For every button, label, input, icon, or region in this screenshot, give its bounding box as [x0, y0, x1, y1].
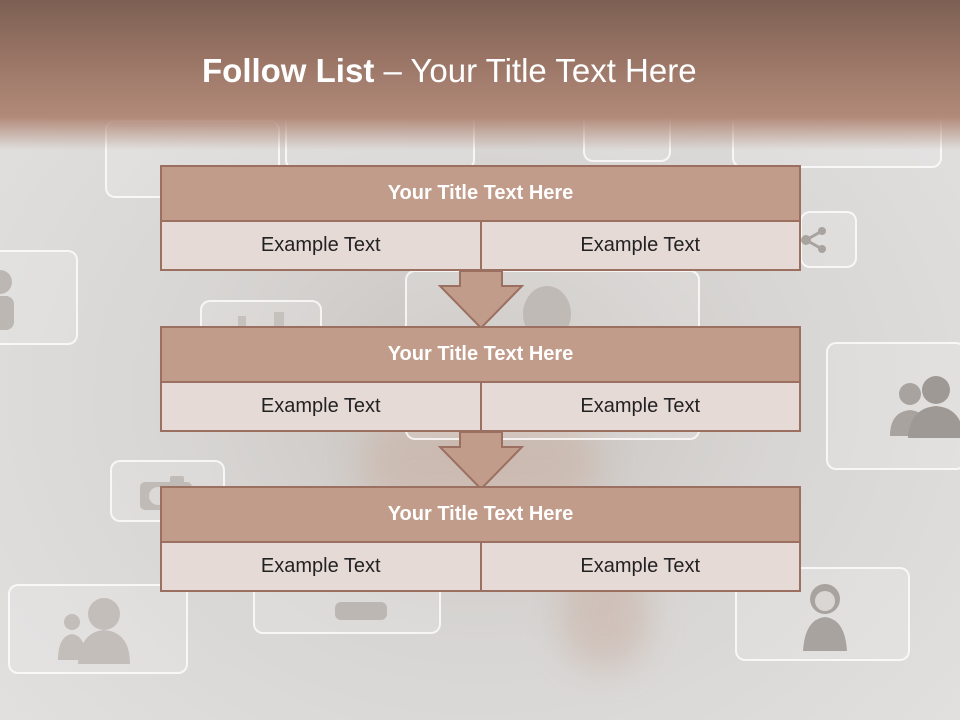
block-cell-right: Example Text — [479, 383, 801, 432]
block-cell-left: Example Text — [160, 383, 482, 432]
block-cell-right: Example Text — [479, 222, 801, 271]
group-icon — [890, 376, 960, 438]
title-bold: Follow List — [202, 52, 375, 89]
share-icon — [801, 227, 826, 253]
block-cell-left: Example Text — [160, 543, 482, 592]
person-icon — [0, 270, 14, 330]
background-tile — [800, 211, 857, 268]
title-rest: – Your Title Text Here — [374, 52, 697, 89]
page-title: Follow List – Your Title Text Here — [202, 52, 697, 90]
down-arrow-icon — [438, 431, 524, 491]
follow-list-block: Your Title Text Here Example Text Exampl… — [160, 165, 801, 271]
block-title: Your Title Text Here — [160, 486, 801, 543]
background-tile — [0, 250, 78, 345]
block-row: Example Text Example Text — [160, 543, 801, 592]
header-band — [0, 0, 960, 150]
down-arrow-icon — [438, 270, 524, 330]
background-tile — [826, 342, 960, 470]
block-cell-right: Example Text — [479, 543, 801, 592]
people-icon — [58, 598, 130, 664]
block-row: Example Text Example Text — [160, 383, 801, 432]
follow-list-block: Your Title Text Here Example Text Exampl… — [160, 486, 801, 592]
phone-icon — [238, 312, 284, 334]
block-title: Your Title Text Here — [160, 326, 801, 383]
block-title: Your Title Text Here — [160, 165, 801, 222]
woman-icon — [803, 584, 847, 651]
block-row: Example Text Example Text — [160, 222, 801, 271]
user-icon — [335, 602, 387, 620]
block-cell-left: Example Text — [160, 222, 482, 271]
follow-list-block: Your Title Text Here Example Text Exampl… — [160, 326, 801, 432]
background-tile — [8, 584, 188, 674]
